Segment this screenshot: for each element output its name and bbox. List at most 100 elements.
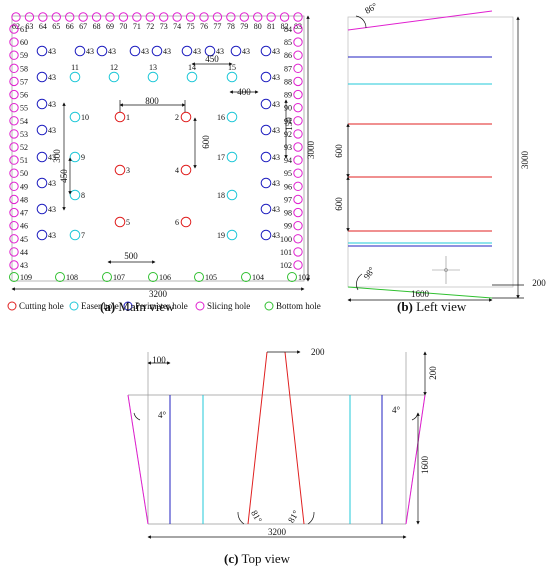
perimeter-hole-label: 43 bbox=[141, 47, 149, 56]
easer-hole bbox=[226, 189, 238, 201]
top-view-dim-200-top: 200 bbox=[311, 347, 325, 357]
bottom-hole bbox=[102, 272, 112, 282]
perimeter-hole-label: 43 bbox=[272, 100, 280, 109]
cutting-hole-label: 3 bbox=[126, 166, 130, 175]
top-view-panel: 200 100 200 4° 4° 1600 81° 81° 3200 bbox=[127, 347, 438, 539]
perimeter-hole bbox=[96, 45, 108, 57]
bottom-hole bbox=[148, 272, 158, 282]
slicing-hole-label: 52 bbox=[20, 143, 28, 152]
slicing-hole bbox=[293, 116, 303, 126]
slicing-hole bbox=[266, 12, 276, 22]
slicing-hole bbox=[239, 12, 249, 22]
top-view-dimension-lines bbox=[133, 350, 427, 539]
easer-hole-label: 19 bbox=[217, 231, 225, 240]
slicing-hole bbox=[159, 12, 169, 22]
slicing-hole bbox=[199, 12, 209, 22]
slicing-hole bbox=[293, 181, 303, 192]
slicing-hole bbox=[293, 37, 303, 47]
left-view-angle-top: 86° bbox=[363, 1, 379, 16]
slicing-hole bbox=[9, 155, 19, 165]
slicing-hole bbox=[293, 194, 303, 205]
slicing-hole-label: 72 bbox=[146, 22, 154, 31]
slicing-hole-label: 54 bbox=[20, 117, 28, 126]
top-view-dim-1600: 1600 bbox=[420, 456, 430, 475]
easer-hole bbox=[69, 189, 81, 201]
slicing-hole bbox=[9, 142, 19, 152]
caption-left-view: (b) Left view bbox=[397, 299, 466, 315]
perimeter-hole-label: 43 bbox=[272, 179, 280, 188]
legend-label: Slicing hole bbox=[207, 301, 250, 311]
slicing-hole bbox=[132, 12, 142, 22]
perimeter-hole-label: 43 bbox=[48, 126, 56, 135]
perimeter-hole bbox=[36, 45, 48, 57]
top-view-slicing-left bbox=[127, 394, 149, 525]
slicing-hole-label: 102 bbox=[280, 261, 292, 270]
slicing-hole bbox=[293, 89, 303, 100]
slicing-hole bbox=[78, 12, 88, 22]
slicing-hole bbox=[293, 24, 303, 34]
slicing-hole-label: 59 bbox=[20, 51, 28, 60]
easer-hole-label: 18 bbox=[217, 191, 225, 200]
slicing-hole bbox=[293, 260, 303, 270]
perimeter-hole bbox=[129, 45, 141, 57]
slicing-hole-label: 71 bbox=[133, 22, 141, 31]
cutting-hole-label: 5 bbox=[126, 218, 130, 227]
perimeter-hole bbox=[260, 203, 272, 215]
top-view-angle-right: 4° bbox=[392, 405, 401, 415]
slicing-hole-label: 57 bbox=[20, 77, 28, 86]
easer-hole-label: 12 bbox=[110, 63, 118, 72]
slicing-hole-label: 101 bbox=[280, 248, 292, 257]
perimeter-hole-label: 43 bbox=[48, 73, 56, 82]
slicing-hole bbox=[9, 116, 19, 126]
slicing-hole bbox=[9, 129, 19, 139]
slicing-hole bbox=[9, 181, 19, 192]
slicing-hole-label: 62 bbox=[12, 22, 20, 31]
bottom-hole bbox=[241, 272, 251, 282]
slicing-hole bbox=[9, 220, 19, 231]
perimeter-hole-label: 43 bbox=[272, 231, 280, 240]
slicing-hole-label: 98 bbox=[284, 209, 292, 218]
slicing-hole-label: 64 bbox=[39, 22, 47, 31]
left-view-bottom-hole bbox=[347, 286, 493, 299]
cutting-hole-label: 4 bbox=[175, 166, 179, 175]
slicing-hole-label: 87 bbox=[284, 64, 292, 73]
slicing-hole-label: 46 bbox=[20, 222, 28, 231]
legend-marker bbox=[123, 301, 133, 311]
slicing-hole-label: 81 bbox=[267, 22, 275, 31]
dim-450-left: 450 bbox=[59, 169, 69, 183]
perimeter-hole bbox=[260, 151, 272, 163]
caption-top-view-letter: (c) bbox=[224, 551, 239, 566]
easer-hole bbox=[226, 229, 238, 241]
slicing-hole bbox=[9, 260, 19, 270]
easer-hole bbox=[69, 229, 81, 241]
slicing-hole-label: 93 bbox=[284, 143, 292, 152]
slicing-hole bbox=[185, 12, 196, 22]
slicing-hole bbox=[9, 194, 19, 205]
perimeter-hole-label: 43 bbox=[242, 47, 250, 56]
bottom-hole bbox=[55, 272, 65, 282]
bottom-hole-label: 105 bbox=[205, 273, 217, 282]
slicing-hole-label: 85 bbox=[284, 38, 292, 47]
perimeter-hole bbox=[36, 124, 48, 136]
slicing-hole-label: 69 bbox=[106, 22, 114, 31]
slicing-hole bbox=[293, 102, 303, 113]
slicing-hole bbox=[293, 207, 303, 218]
slicing-hole-label: 99 bbox=[284, 222, 292, 231]
slicing-hole-label: 65 bbox=[52, 22, 60, 31]
slicing-hole-label: 96 bbox=[284, 182, 292, 191]
main-view-frame bbox=[11, 15, 305, 282]
left-view-dim-3000: 3000 bbox=[520, 151, 530, 170]
perimeter-hole-label: 43 bbox=[48, 205, 56, 214]
easer-hole-label: 8 bbox=[81, 191, 85, 200]
slicing-hole bbox=[9, 76, 19, 87]
slicing-hole bbox=[293, 12, 303, 22]
perimeter-hole bbox=[36, 229, 48, 241]
easer-hole-label: 10 bbox=[81, 113, 89, 122]
easer-hole-label: 17 bbox=[217, 153, 225, 162]
slicing-hole bbox=[118, 12, 129, 22]
slicing-hole-label: 86 bbox=[284, 51, 292, 60]
legend-label: Bottom hole bbox=[276, 301, 321, 311]
left-view-angle-bottom: 98° bbox=[361, 265, 377, 281]
slicing-hole-label: 100 bbox=[280, 235, 292, 244]
